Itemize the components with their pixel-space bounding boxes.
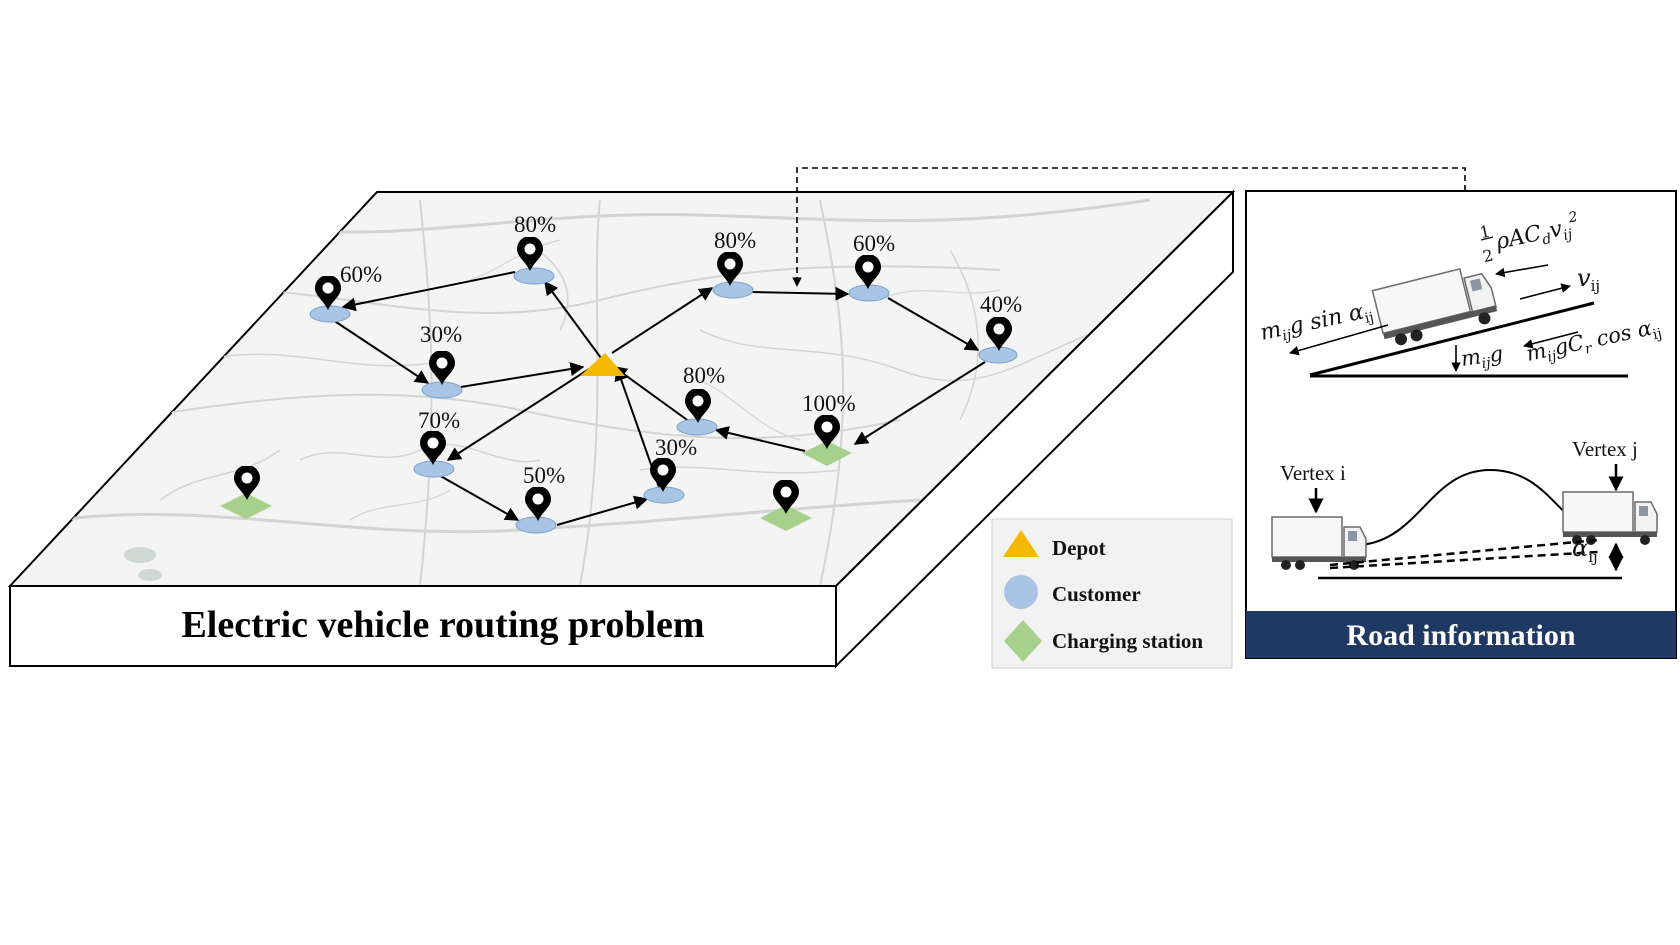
customer-marker (676, 418, 718, 436)
route-arrow (751, 286, 850, 301)
legend-charging-label: Charging station (1052, 629, 1203, 653)
slope-dashed-lower (1329, 550, 1599, 570)
customer-node: 60% (848, 231, 895, 302)
fraction-bar (1480, 236, 1494, 241)
customer-marker (413, 460, 455, 478)
charging-stations: 100% (220, 391, 856, 531)
legend-customer-icon (1004, 575, 1038, 609)
route-arrows (329, 271, 986, 526)
customer-marker (712, 281, 754, 299)
customer-node: 60% (309, 262, 382, 323)
customer-node: 80% (712, 228, 756, 299)
customer-label: 60% (340, 262, 382, 287)
drag-force-arrow (1495, 264, 1549, 278)
velocity-arrow (1519, 283, 1571, 300)
truck-icon (1371, 267, 1498, 346)
customer-marker (309, 305, 351, 323)
customer-nodes: 60% 80% 30% 80% 60% 40% (309, 212, 1022, 534)
charging-station-node: 100% (802, 391, 856, 466)
map-side-face (835, 189, 1234, 669)
legend: Depot Customer Charging station (991, 518, 1233, 669)
customer-marker (978, 346, 1018, 364)
truck-icon (1271, 516, 1367, 570)
charging-station-node (760, 480, 812, 531)
customer-node: 80% (513, 212, 556, 285)
elevation-diagram: Vertex i Vertex j (1271, 437, 1658, 580)
vertex-i-label: Vertex i (1280, 461, 1346, 485)
customer-node: 50% (515, 463, 565, 534)
charging-station-marker (760, 505, 812, 531)
road-info-panel: Road information 1 (1245, 190, 1677, 659)
road-info-frame (1245, 190, 1677, 659)
gravity-slope-arrow (1289, 324, 1389, 356)
route-arrow (853, 361, 986, 445)
customer-node: 80% (676, 363, 725, 436)
customer-label: 80% (514, 212, 556, 237)
legend-depot-label: Depot (1052, 536, 1106, 560)
customer-label: 80% (683, 363, 725, 388)
truck-icon (1562, 491, 1658, 545)
incline-surface (1309, 301, 1595, 377)
customer-node: 70% (413, 408, 460, 478)
diagram-title: Electric vehicle routing problem (181, 604, 704, 646)
customer-marker (848, 284, 890, 302)
road-info-connector (792, 167, 1466, 287)
customer-label: 40% (980, 292, 1022, 317)
charging-station-marker (802, 441, 852, 466)
route-arrow (446, 368, 590, 461)
customer-label: 30% (420, 322, 462, 347)
route-arrow (611, 287, 714, 354)
customer-label: 70% (418, 408, 460, 433)
charging-station-label: 100% (802, 391, 856, 416)
road-info-banner (1246, 611, 1676, 658)
customer-label: 60% (853, 231, 895, 256)
customer-label: 50% (523, 463, 565, 488)
route-arrow (436, 473, 520, 521)
customer-node: 40% (978, 292, 1022, 364)
customer-node: 30% (643, 435, 697, 504)
road-info-title: Road information (1346, 619, 1575, 652)
slope-dashed-upper (1329, 538, 1599, 567)
legend-depot-icon (1003, 530, 1039, 557)
route-arrow (714, 426, 806, 452)
depot-marker (580, 353, 625, 376)
route-arrow (460, 362, 585, 388)
legend-charging-icon (1004, 620, 1042, 662)
charging-station-node (220, 466, 272, 519)
legend-customer-label: Customer (1052, 582, 1141, 606)
customer-marker (513, 267, 555, 285)
vertex-j-label: Vertex j (1572, 437, 1638, 461)
route-arrow (329, 317, 430, 384)
route-arrow (341, 271, 516, 312)
route-arrow (544, 280, 602, 359)
customer-marker (515, 516, 557, 534)
customer-node: 30% (420, 322, 463, 399)
customer-label: 80% (714, 228, 756, 253)
route-arrow (887, 297, 980, 351)
route-arrow (556, 495, 649, 526)
rolling-resistance-arrow (1523, 331, 1579, 349)
customer-label: 30% (655, 435, 697, 460)
charging-station-marker (220, 493, 272, 519)
